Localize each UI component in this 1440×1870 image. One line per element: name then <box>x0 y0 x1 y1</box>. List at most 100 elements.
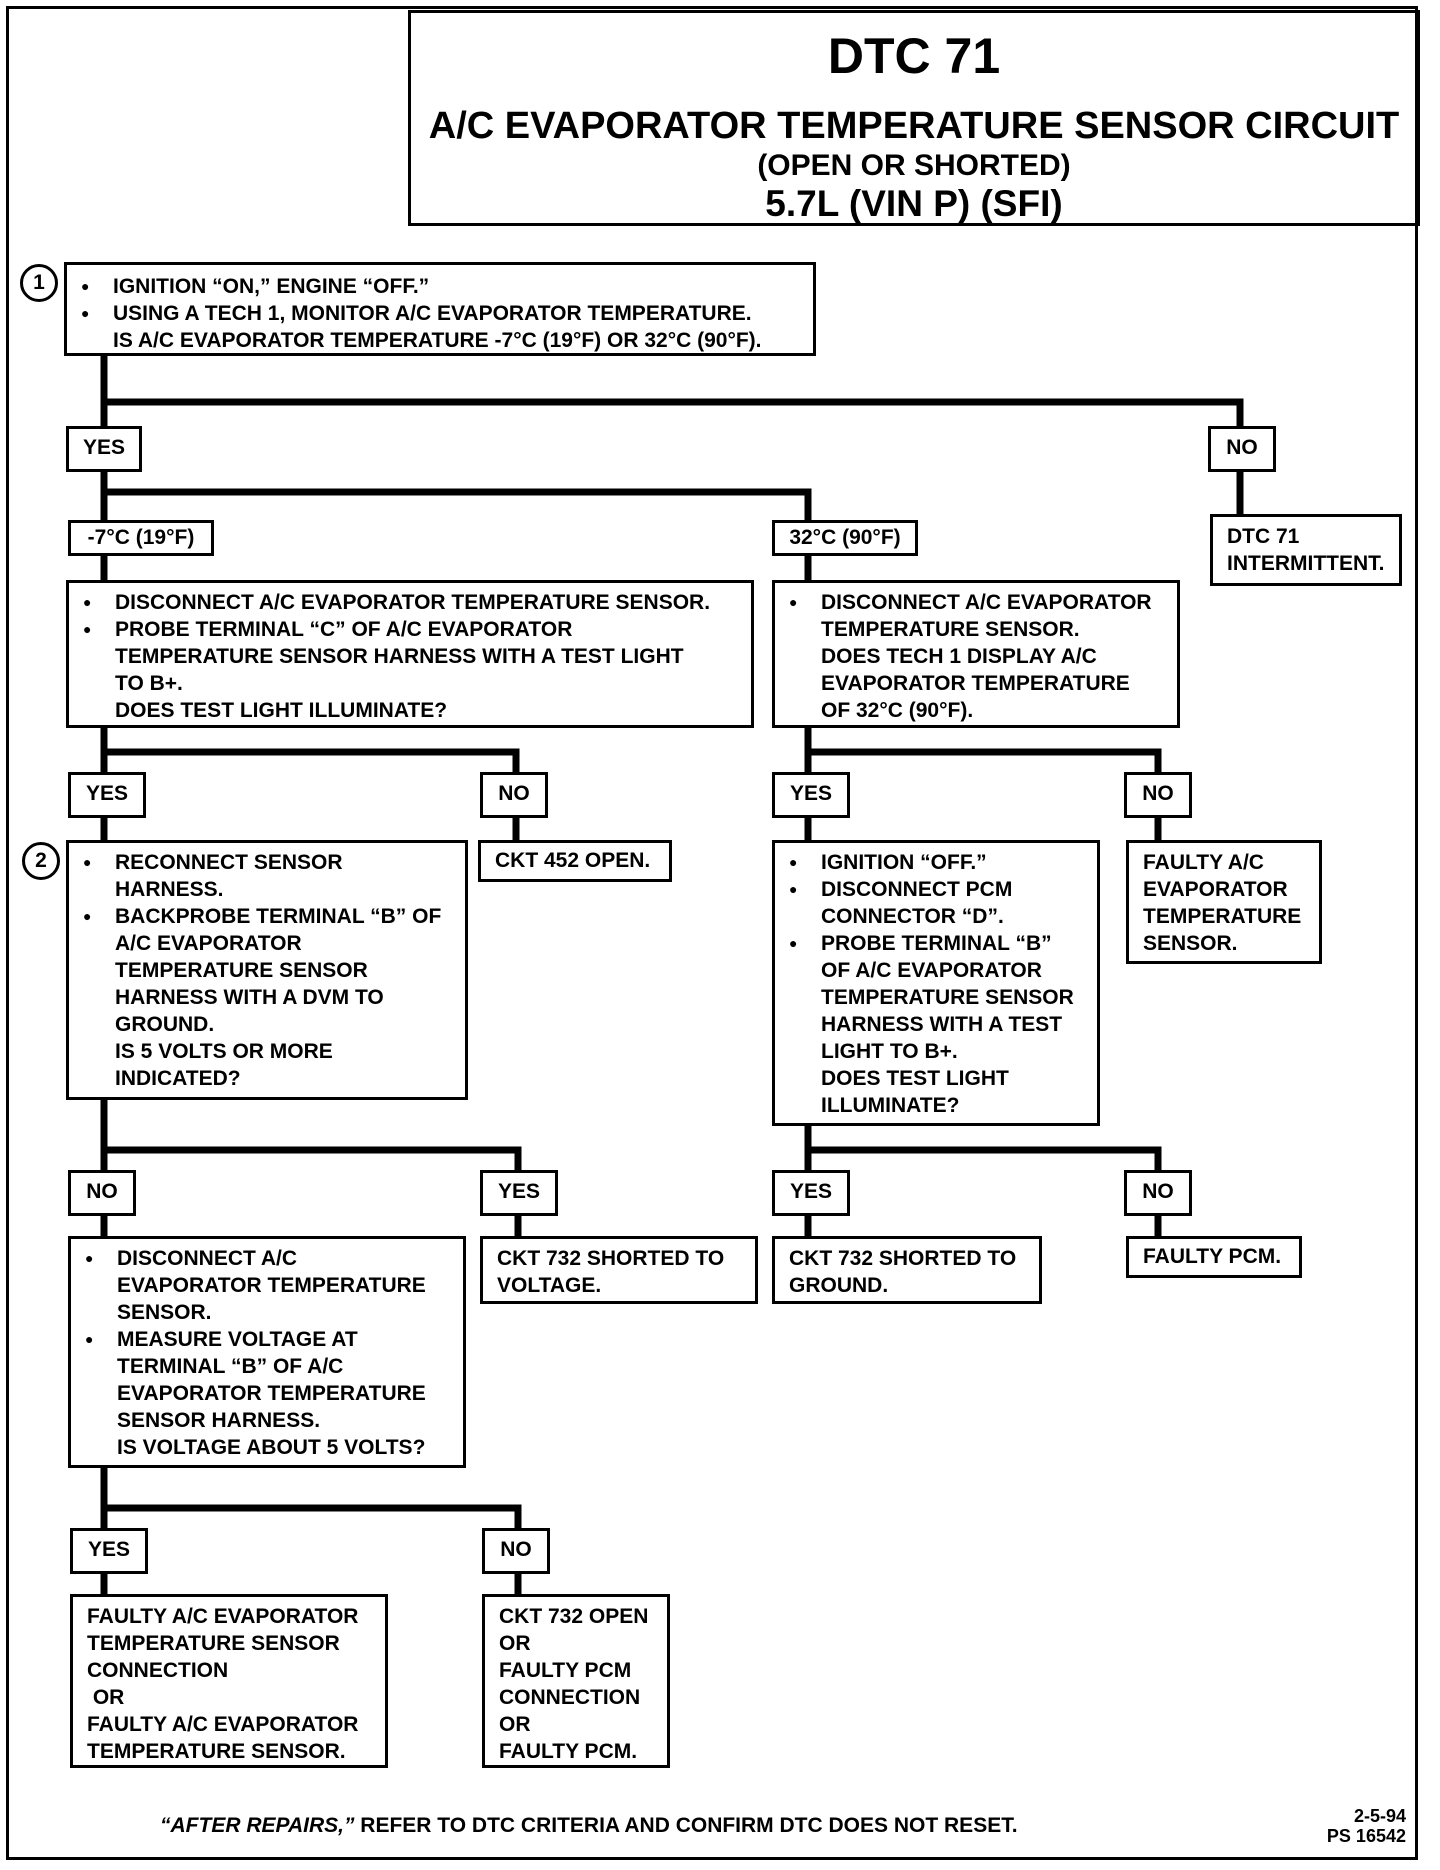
question-line: OF 32°C (90°F). <box>821 699 974 722</box>
question-line: ILLUMINATE? <box>821 1094 960 1117</box>
text-line: SENSOR HARNESS. <box>117 1409 321 1432</box>
title-block: DTC 71 A/C EVAPORATOR TEMPERATURE SENSOR… <box>408 10 1420 226</box>
text-line: HARNESS WITH A TEST <box>821 1013 1063 1036</box>
doc-ps-number: PS 16542 <box>1326 1826 1406 1846</box>
text-line: TO B+. <box>115 672 183 695</box>
bullet-measure-voltage: MEASURE VOLTAGE AT TERMINAL “B” OF A/C E… <box>71 1326 463 1434</box>
text-line: TEMPERATURE SENSOR. <box>821 618 1080 641</box>
measure-voltage-box: DISCONNECT A/C EVAPORATOR TEMPERATURE SE… <box>68 1236 466 1468</box>
page-frame <box>6 6 1418 1860</box>
text-line: INTERMITTENT. <box>1227 552 1385 575</box>
text-line: CONNECTOR “D”. <box>821 905 1004 928</box>
step-marker-2: 2 <box>22 842 60 880</box>
bullet-ignition-on: IGNITION “ON,” ENGINE “OFF.” <box>67 273 813 300</box>
text-line: PROBE TERMINAL “C” OF A/C EVAPORATOR <box>115 618 573 641</box>
text-line: CKT 452 OPEN. <box>495 849 651 872</box>
bullet-probe-terminal-b: PROBE TERMINAL “B” OF A/C EVAPORATOR TEM… <box>775 930 1097 1065</box>
connector <box>804 723 1162 780</box>
no-label: NO <box>482 1528 550 1574</box>
text-line: TEMPERATURE <box>1143 905 1302 928</box>
ckt732-open-box: CKT 732 OPEN OR FAULTY PCM CONNECTION OR… <box>482 1594 670 1768</box>
text-line: GROUND. <box>789 1274 889 1297</box>
faulty-connection-box: FAULTY A/C EVAPORATOR TEMPERATURE SENSOR… <box>70 1594 388 1768</box>
text-line: FAULTY A/C EVAPORATOR <box>87 1713 359 1736</box>
bullet-backprobe: BACKPROBE TERMINAL “B” OF A/C EVAPORATOR… <box>69 903 465 1038</box>
text-line: DTC 71 <box>1227 525 1300 548</box>
ckt732-voltage-box: CKT 732 SHORTED TO VOLTAGE. <box>480 1236 758 1304</box>
bullet-disconnect-sensor: DISCONNECT A/C EVAPORATOR TEMPERATURE SE… <box>69 589 751 616</box>
text-line: FAULTY A/C EVAPORATOR <box>87 1605 359 1628</box>
text-line: EVAPORATOR TEMPERATURE <box>117 1382 426 1405</box>
connector <box>100 466 812 526</box>
text-line: FAULTY PCM <box>499 1659 632 1682</box>
text-line: CONNECTION <box>499 1686 641 1709</box>
text-line: TEMPERATURE SENSOR <box>87 1632 340 1655</box>
ckt452-open-box: CKT 452 OPEN. <box>478 840 672 882</box>
text-line: DISCONNECT PCM <box>821 878 1013 901</box>
document-code: 2-5-94 PS 16542 <box>1327 1806 1406 1846</box>
text-line: HARNESS WITH A DVM TO <box>115 986 384 1009</box>
pcm-check-box: IGNITION “OFF.” DISCONNECT PCM CONNECTOR… <box>772 840 1100 1126</box>
question-temp: IS A/C EVAPORATOR TEMPERATURE -7°C (19°F… <box>113 329 762 352</box>
text-line: FAULTY PCM. <box>499 1740 638 1763</box>
initial-check-box: IGNITION “ON,” ENGINE “OFF.” USING A TEC… <box>64 262 816 356</box>
hot-branch-box: DISCONNECT A/C EVAPORATOR TEMPERATURE SE… <box>772 580 1180 728</box>
text-line: EVAPORATOR <box>1143 878 1288 901</box>
text-line: LIGHT TO B+. <box>821 1040 958 1063</box>
text-line: EVAPORATOR TEMPERATURE <box>117 1274 426 1297</box>
text-line: OR <box>87 1686 125 1709</box>
text-line: HARNESS. <box>115 878 224 901</box>
connector <box>804 1120 1162 1178</box>
no-label: NO <box>1124 1170 1192 1216</box>
connector <box>100 1461 522 1536</box>
no-label: NO <box>68 1170 136 1216</box>
question-line: INDICATED? <box>115 1067 241 1090</box>
bullet-ignition-off: IGNITION “OFF.” <box>775 849 1097 876</box>
faulty-pcm-box: FAULTY PCM. <box>1126 1236 1302 1278</box>
bullet-disconnect-sensor: DISCONNECT A/C EVAPORATOR TEMPERATURE SE… <box>71 1245 463 1326</box>
faulty-sensor-box: FAULTY A/C EVAPORATOR TEMPERATURE SENSOR… <box>1126 840 1322 964</box>
text-line: TEMPERATURE SENSOR <box>821 986 1074 1009</box>
ckt732-ground-box: CKT 732 SHORTED TO GROUND. <box>772 1236 1042 1304</box>
no-label: NO <box>480 772 548 818</box>
bullet-probe-terminal-c: PROBE TERMINAL “C” OF A/C EVAPORATOR TEM… <box>69 616 751 697</box>
text-line: TEMPERATURE SENSOR HARNESS WITH A TEST L… <box>115 645 684 668</box>
text-line: GROUND. <box>115 1013 215 1036</box>
text-line: TERMINAL “B” OF A/C <box>117 1355 344 1378</box>
question-line: IS 5 VOLTS OR MORE <box>115 1040 333 1063</box>
yes-label: YES <box>772 772 850 818</box>
text-line: OR <box>499 1713 531 1736</box>
bullet-reconnect: RECONNECT SENSOR HARNESS. <box>69 849 465 903</box>
question-test-light: DOES TEST LIGHT ILLUMINATE? <box>115 699 448 722</box>
text-line: TEMPERATURE SENSOR <box>115 959 368 982</box>
text-line: DISCONNECT A/C EVAPORATOR <box>821 591 1152 614</box>
cold-temp-label: -7°C (19°F) <box>68 520 214 556</box>
question-line: DOES TECH 1 DISPLAY A/C <box>821 645 1097 668</box>
text-line: FAULTY A/C <box>1143 851 1264 874</box>
engine-spec: 5.7L (VIN P) (SFI) <box>765 183 1063 224</box>
text-line: DISCONNECT A/C <box>117 1247 298 1270</box>
text-line: TEMPERATURE SENSOR. <box>87 1740 346 1763</box>
text-line: FAULTY PCM. <box>1143 1245 1282 1268</box>
question-line: DOES TEST LIGHT <box>821 1067 1009 1090</box>
text-line: SENSOR. <box>1143 932 1238 955</box>
yes-label: YES <box>66 426 142 472</box>
after-repairs-emphasis: “AFTER REPAIRS,” <box>160 1814 355 1837</box>
bullet-monitor-temp: USING A TECH 1, MONITOR A/C EVAPORATOR T… <box>67 300 813 327</box>
no-label: NO <box>1208 426 1276 472</box>
yes-label: YES <box>480 1170 558 1216</box>
text-line: PROBE TERMINAL “B” <box>821 932 1052 955</box>
bullet-disconnect-pcm: DISCONNECT PCM CONNECTOR “D”. <box>775 876 1097 930</box>
yes-label: YES <box>70 1528 148 1574</box>
text-line: CONNECTION <box>87 1659 229 1682</box>
text-line: BACKPROBE TERMINAL “B” OF <box>115 905 442 928</box>
text-line: A/C EVAPORATOR <box>115 932 302 955</box>
dtc-intermittent-box: DTC 71 INTERMITTENT. <box>1210 514 1402 586</box>
footer-note: “AFTER REPAIRS,” REFER TO DTC CRITERIA A… <box>160 1814 1018 1838</box>
no-label: NO <box>1124 772 1192 818</box>
step-marker-1: 1 <box>20 264 58 302</box>
connector <box>100 1095 522 1178</box>
text-line: VOLTAGE. <box>497 1274 602 1297</box>
dtc-code: DTC 71 <box>827 28 1001 84</box>
footer-text: REFER TO DTC CRITERIA AND CONFIRM DTC DO… <box>354 1814 1018 1837</box>
